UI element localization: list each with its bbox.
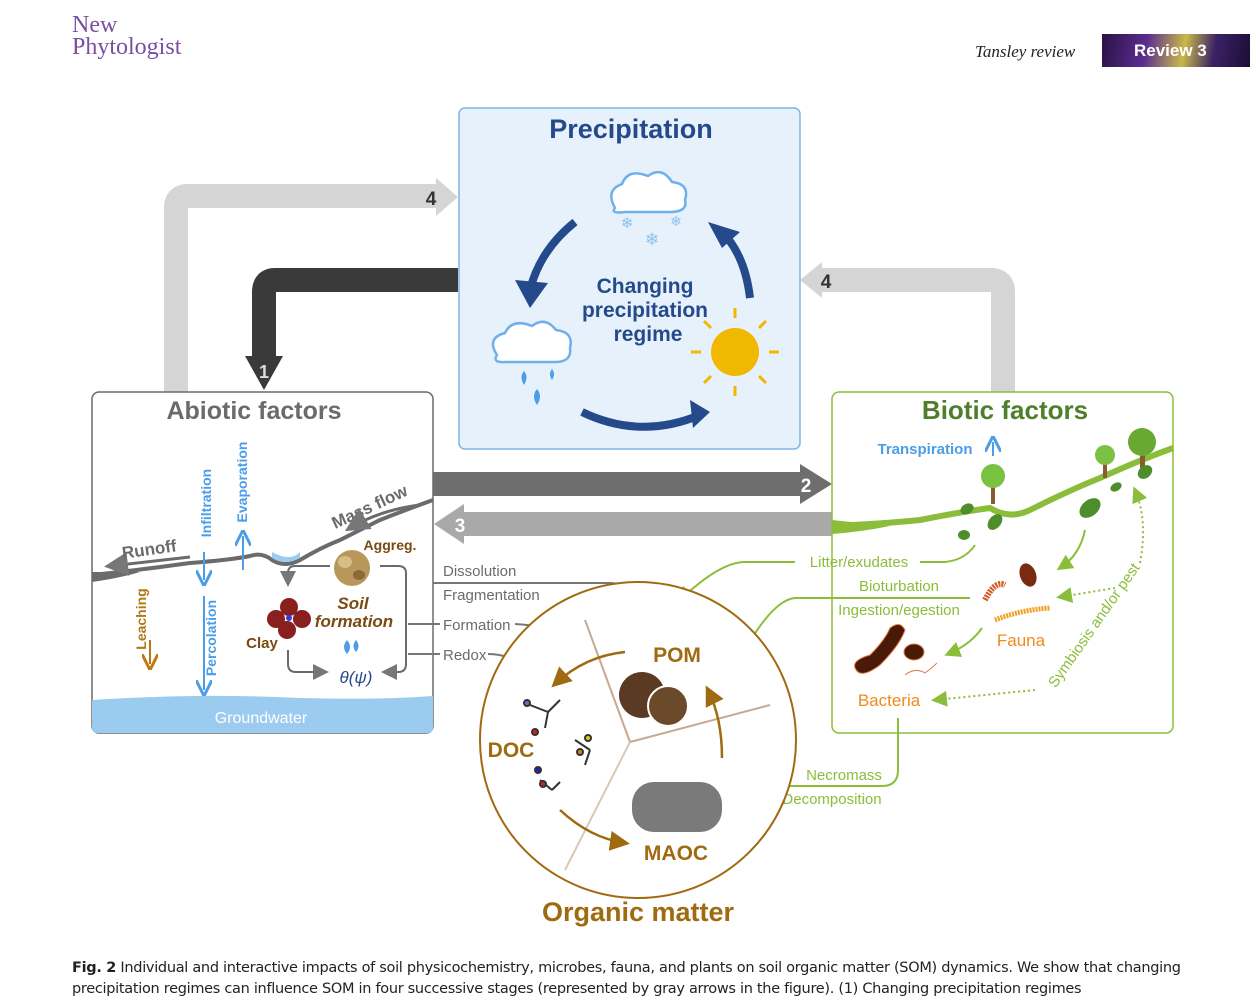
svg-text:❄: ❄: [670, 213, 682, 229]
review-badge: Review 3: [1102, 34, 1250, 67]
soil-formation-line1: Soil: [337, 594, 369, 613]
doc-label: DOC: [488, 739, 535, 762]
stage-label-1: 1: [259, 362, 269, 382]
fauna-label: Fauna: [997, 631, 1046, 650]
fauna-icon: [982, 563, 1051, 623]
organic-matter-circle: POM DOC MAOC Organic matter: [479, 581, 797, 927]
maoc-mineral-image: [632, 782, 722, 832]
stage-label-4b: 4: [821, 272, 832, 293]
precip-center-line2: precipitation: [582, 299, 708, 322]
groundwater-label: Groundwater: [215, 710, 308, 727]
water-drop-icon: [344, 640, 359, 654]
leaching-label: Leaching: [133, 588, 149, 649]
ingestion-label: Ingestion/egestion: [838, 602, 960, 619]
stage-2-arrow: 2: [433, 464, 832, 504]
journal-logo: New Phytologist: [72, 12, 182, 60]
clay-label: Clay: [246, 635, 278, 652]
organic-matter-title: Organic matter: [542, 897, 735, 927]
aggreg-label: Aggreg.: [364, 537, 417, 553]
precipitation-title: Precipitation: [549, 114, 713, 144]
precip-center-line1: Changing: [597, 275, 694, 298]
rain-cloud-icon: [491, 320, 572, 405]
stage-4-arrow-left: 4: [164, 178, 458, 392]
biotic-panel: Biotic factors Transpiration Litter/exud…: [810, 391, 1175, 734]
pom-soil-image: [619, 672, 689, 727]
precipitation-panel: Precipitation Changing precipitation reg…: [458, 107, 801, 450]
abiotic-title: Abiotic factors: [166, 397, 341, 425]
sun-icon: [691, 308, 779, 396]
theta-psi-label: θ(ψ): [340, 668, 373, 687]
bacteria-icon: [854, 624, 938, 676]
bioturbation-label: Bioturbation: [859, 578, 939, 595]
litter-label: Litter/exudates: [810, 554, 908, 571]
journal-name-line1: New: [72, 12, 118, 38]
cycle-arrow-2: [580, 408, 702, 431]
stage-label-4a: 4: [426, 189, 437, 210]
formation-label: Formation: [443, 617, 511, 634]
leaf-icons: [958, 465, 1153, 540]
section-label: Tansley review: [975, 42, 1076, 61]
stage-4-arrow-right: 4: [800, 262, 1015, 392]
maoc-label: MAOC: [644, 842, 708, 865]
soil-formation-line2: formation: [315, 612, 393, 631]
doc-molecules-icon: [523, 699, 592, 791]
figure-diagram: 4 4 1 Precipitation Changing precipitati…: [91, 107, 1175, 927]
biotic-title: Biotic factors: [922, 395, 1088, 425]
necromass-label: Necromass: [806, 767, 882, 784]
bacteria-label: Bacteria: [858, 691, 921, 710]
journal-name-line2: Phytologist: [72, 34, 182, 60]
stage-3-arrow: 3: [434, 504, 832, 544]
snow-cloud-icon: ❄ ❄ ❄: [610, 170, 688, 249]
transpiration-label: Transpiration: [877, 441, 972, 458]
caption-label: Fig. 2: [72, 960, 117, 976]
pom-label: POM: [653, 644, 701, 667]
stage-label-3: 3: [455, 516, 466, 537]
dissolution-label: Dissolution: [443, 563, 516, 580]
percolation-label: Percolation: [203, 600, 219, 676]
stage-1-arrow: 1: [245, 268, 458, 390]
stage-label-2: 2: [801, 476, 812, 497]
tree-icon: [981, 428, 1156, 504]
fragmentation-label: Fragmentation: [443, 587, 540, 604]
clay-icon: [267, 598, 311, 639]
abiotic-panel: Abiotic factors Groundwater Runoff Mass …: [91, 391, 434, 734]
infiltration-label: Infiltration: [198, 469, 214, 537]
precip-center-line3: regime: [614, 323, 683, 346]
evaporation-label: Evaporation: [234, 442, 250, 523]
aggregate-icon: [334, 550, 370, 586]
decomposition-label: Decomposition: [782, 791, 881, 808]
svg-text:❄: ❄: [645, 230, 659, 249]
redox-label: Redox: [443, 647, 487, 664]
caption-text: Individual and interactive impacts of so…: [72, 960, 1181, 997]
figure-caption: Fig. 2 Individual and interactive impact…: [72, 958, 1182, 1000]
svg-text:❄: ❄: [621, 215, 634, 232]
